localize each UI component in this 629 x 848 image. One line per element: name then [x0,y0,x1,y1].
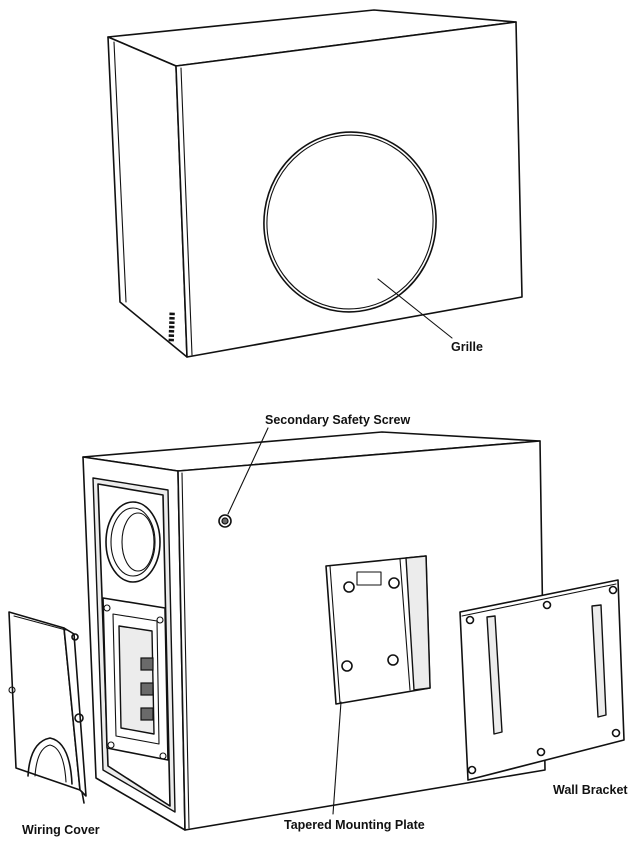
secondary-safety-screw-label: Secondary Safety Screw [265,413,410,427]
grille-label: Grille [451,340,483,354]
plate-leader-line [332,701,342,815]
brand-mark: ▮▮▮▮▮▮▮ [168,311,176,342]
speaker-front-face [175,21,523,358]
speaker-left-face [107,36,188,358]
wall-bracket-slot-left [486,615,503,735]
terminal-2 [140,682,154,696]
secondary-safety-screw [218,514,232,528]
port-tube [105,501,161,583]
wall-bracket [459,579,625,781]
grille-leader-line [377,278,453,339]
tapered-mounting-plate-label: Tapered Mounting Plate [284,818,425,832]
terminal-3 [140,707,154,721]
wall-bracket-label: Wall Bracket [553,783,628,797]
wall-bracket-slot-right [591,604,607,718]
grille [263,131,437,313]
tapered-mounting-plate [325,555,431,705]
wiring-cover-label: Wiring Cover [22,823,100,837]
screw-leader-line [227,427,269,515]
speaker-front-view: ▮▮▮▮▮▮▮ Grille [107,9,523,358]
terminal-1 [140,657,154,671]
speaker-rear-view: Secondary Safety Screw Tapered Mounting … [82,413,546,832]
wiring-cover [8,611,87,804]
